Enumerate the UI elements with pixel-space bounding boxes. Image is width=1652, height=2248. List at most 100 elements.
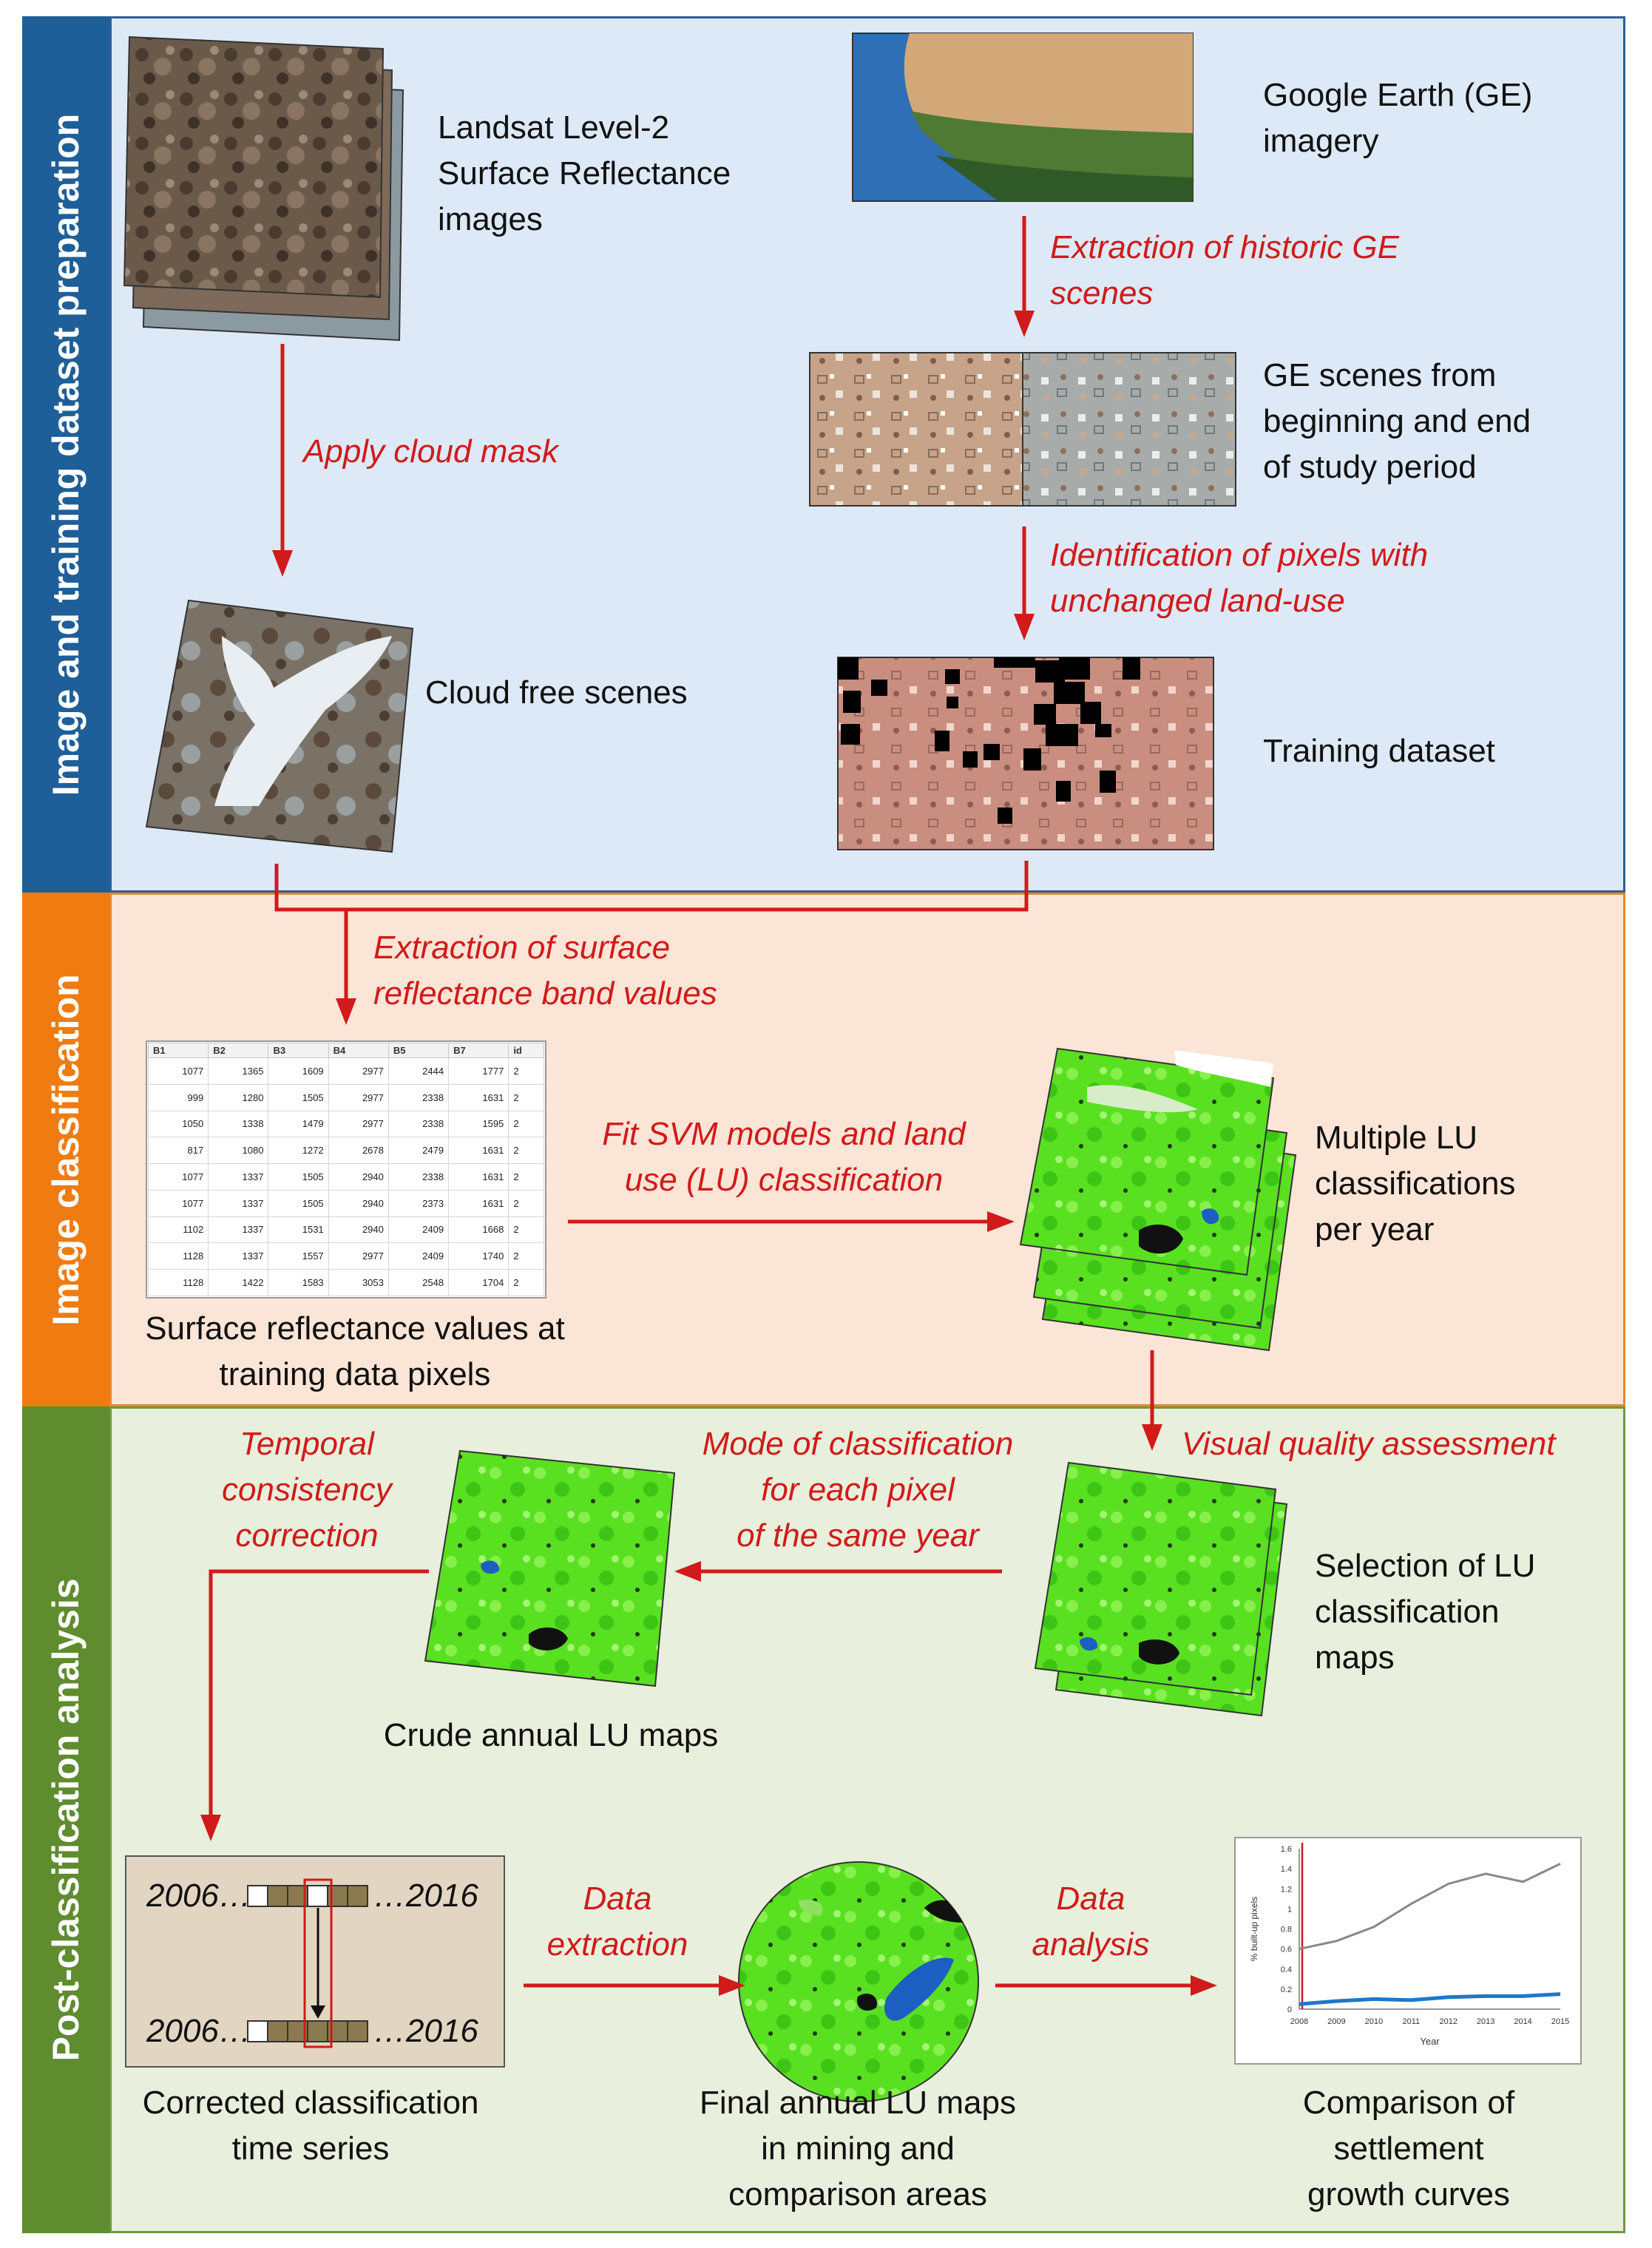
label-crude-annual-maps: Crude annual LU maps (383, 1717, 719, 1753)
section-bar-classification: Image classification (22, 893, 109, 1406)
chart-x-axis-label: Year (1420, 2036, 1440, 2047)
google-earth-image (852, 33, 1194, 202)
step-temporal-correction: Temporal consistency correction (222, 1426, 392, 1554)
label-corrected-time-series: Corrected classification time series (142, 2085, 479, 2167)
table-cell: 2338 (387, 1083, 450, 1111)
table-cell: 2 (508, 1216, 544, 1244)
table-cell: 2 (508, 1242, 544, 1270)
label-google-earth-imagery: Google Earth (GE) imagery (1263, 77, 1533, 159)
label-multiple-lu: Multiple LU classifications per year (1315, 1120, 1516, 1247)
table-cell: 1777 (448, 1057, 510, 1085)
table-cell: 2409 (387, 1216, 450, 1244)
chart-x-tick-label: 2015 (1551, 2017, 1569, 2026)
table-cell: 1128 (147, 1242, 209, 1270)
step-mode-classification: Mode of classification for each pixel of… (702, 1426, 1014, 1554)
table-cell: 1583 (268, 1269, 329, 1296)
table-cell: 1337 (208, 1216, 269, 1244)
table-cell: 2338 (387, 1163, 450, 1191)
label-comparison-curves: Comparison of settlement growth curves (1302, 2085, 1515, 2213)
chart-x-tick-label: 2008 (1290, 2017, 1308, 2026)
label-selection-lu-maps: Selection of LU classification maps (1315, 1548, 1536, 1676)
table-cell: 2 (508, 1269, 544, 1296)
chart-x-tick-label: 2012 (1439, 2017, 1457, 2026)
chart-y-axis-label: % built-up pixels (1249, 1897, 1259, 1961)
chart-y-tick-label: 1.4 (1281, 1865, 1292, 1874)
training-dataset-image (837, 657, 1214, 850)
table-cell: 1557 (268, 1242, 329, 1270)
table-cell: 1128 (147, 1269, 209, 1296)
chart-x-tick-label: 2011 (1402, 2017, 1420, 2026)
timeseries-diagram (125, 1855, 505, 2068)
table-cell: 2548 (387, 1269, 450, 1296)
table-cell: 2940 (328, 1189, 389, 1217)
growth-chart-frame (1234, 1837, 1582, 2065)
table-cell: 1077 (147, 1057, 209, 1085)
landsat-image-stack (123, 35, 404, 342)
chart-series-line (1299, 1862, 1561, 1951)
table-cell: 1505 (268, 1189, 329, 1217)
step-identification-pixels: Identification of pixels with unchanged … (1050, 537, 1429, 619)
chart-y-tick-label: 1.2 (1281, 1885, 1292, 1894)
table-header-cell: B2 (208, 1043, 269, 1058)
chart-y-tick-label: 0.6 (1281, 1946, 1292, 1954)
chart-x-tick-label: 2013 (1477, 2017, 1494, 2026)
table-cell: 1631 (448, 1083, 510, 1111)
chart-x-tick-label: 2010 (1365, 2017, 1383, 2026)
cloud-free-scene-image (145, 599, 414, 853)
table-cell: 2 (508, 1189, 544, 1217)
table-cell: 2678 (328, 1137, 389, 1165)
table-header-cell: B4 (328, 1043, 389, 1058)
chart-y-tick-label: 0.2 (1281, 1985, 1292, 1994)
table-cell: 2977 (328, 1057, 389, 1085)
table-cell: 1102 (147, 1216, 209, 1244)
selected-lu-maps (1034, 1461, 1288, 1717)
timeseries-end-bottom: …2016 (373, 2013, 478, 2049)
table-cell: 2 (508, 1110, 544, 1138)
step-visual-quality: Visual quality assessment (1182, 1426, 1556, 1462)
step-extraction-reflectance: Extraction of surface reflectance band v… (373, 930, 717, 1012)
step-fit-svm: Fit SVM models and land use (LU) classif… (602, 1116, 966, 1198)
table-header-cell: B1 (147, 1043, 209, 1058)
chart-x-tick-label: 2014 (1514, 2017, 1531, 2026)
table-cell: 1505 (268, 1163, 329, 1191)
table-cell: 1337 (208, 1163, 269, 1191)
crude-annual-lu-map (424, 1449, 676, 1687)
timeseries-start-bottom: 2006… (146, 2013, 251, 2049)
chart-y-tick-label: 1 (1287, 1905, 1292, 1914)
chart-y-tick-label: 0 (1287, 2005, 1292, 2014)
table-cell: 1337 (208, 1242, 269, 1270)
table-header-cell: B7 (448, 1043, 510, 1058)
section-bar-prep: Image and training dataset preparation (22, 16, 109, 893)
table-cell: 2479 (387, 1137, 450, 1165)
chart-y-tick-label: 1.6 (1281, 1845, 1292, 1854)
table-cell: 1422 (208, 1269, 269, 1296)
label-final-annual-maps: Final annual LU maps in mining and compa… (699, 2085, 1016, 2213)
table-cell: 1077 (147, 1189, 209, 1217)
table-cell: 1531 (268, 1216, 329, 1244)
table-cell: 2409 (387, 1242, 450, 1270)
section-bar-post: Post-classification analysis (22, 1406, 109, 2233)
table-header-cell: B5 (387, 1043, 450, 1058)
table-cell: 1740 (448, 1242, 510, 1270)
table-cell: 2 (508, 1083, 544, 1111)
step-data-extraction: Data extraction (546, 1880, 688, 1963)
table-cell: 2940 (328, 1163, 389, 1191)
table-cell: 1631 (448, 1163, 510, 1191)
table-cell: 1505 (268, 1083, 329, 1111)
table-header-cell: B3 (268, 1043, 329, 1058)
label-landsat-images: Landsat Level-2 Surface Reflectance imag… (438, 109, 731, 237)
final-annual-lu-map (738, 1861, 979, 2102)
table-cell: 2 (508, 1163, 544, 1191)
table-cell: 817 (147, 1137, 209, 1165)
table-cell: 1609 (268, 1057, 329, 1085)
table-cell: 2338 (387, 1110, 450, 1138)
table-cell: 2444 (387, 1057, 450, 1085)
table-cell: 2977 (328, 1083, 389, 1111)
